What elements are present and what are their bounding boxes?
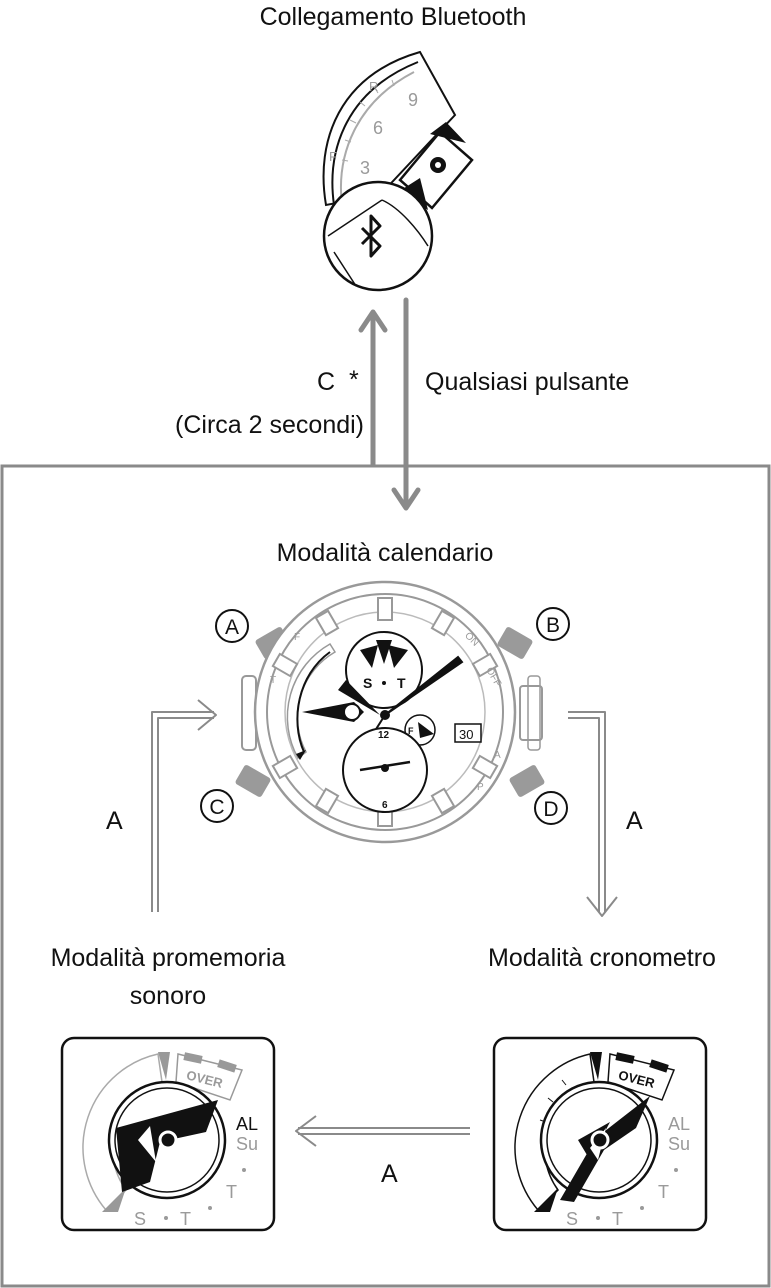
alarm-mode-label-line2: sonoro: [130, 982, 206, 1010]
bezel-f: F: [294, 632, 300, 643]
button-c-letter: C: [209, 796, 224, 819]
alarm-mode-detail: OVER AL Su T S T: [60, 1036, 276, 1232]
watch-face-illustration: ON OFF A P T F S T F 30 12: [235, 580, 545, 844]
subdial-fa: F: [408, 726, 414, 736]
alarm-s: S: [134, 1209, 146, 1229]
button-d-letter: D: [543, 798, 558, 821]
calendar-mode-label: Modalità calendario: [277, 539, 494, 567]
bluetooth-down-arrow: [391, 297, 421, 511]
bluetooth-title: Collegamento Bluetooth: [260, 3, 527, 31]
asterisk-label: *: [349, 366, 359, 394]
alarm-t: T: [180, 1209, 191, 1229]
alarm-t-right: T: [226, 1182, 237, 1202]
bezel-p: P: [477, 782, 484, 793]
stopwatch-al: AL: [668, 1114, 690, 1134]
arrow-a-left-label: A: [106, 807, 123, 835]
subdial-t: T: [397, 675, 406, 691]
hold-time-label: (Circa 2 secondi): [175, 411, 364, 439]
stopwatch-t: T: [612, 1209, 623, 1229]
subdial-twelve: 12: [378, 730, 390, 741]
stopwatch-to-alarm-arrow: [295, 1115, 470, 1147]
alarm-mode-label-line1: Modalità promemoria: [51, 944, 286, 972]
stopwatch-mode-detail: OVER AL Su T S T: [492, 1036, 708, 1232]
arrow-a-bottom-label: A: [381, 1160, 398, 1188]
stopwatch-t-right: T: [658, 1182, 669, 1202]
subdial-s: S: [363, 675, 372, 691]
button-c-marker: C: [200, 789, 234, 823]
alarm-to-calendar-arrow: [151, 699, 217, 912]
alarm-al: AL: [236, 1114, 258, 1134]
button-b-marker: B: [536, 607, 570, 641]
bluetooth-scale-f: F: [329, 149, 337, 164]
bluetooth-scale-r: R: [369, 79, 378, 94]
button-a-letter: A: [225, 616, 239, 639]
button-d-marker: D: [534, 791, 568, 825]
bluetooth-icon: R 9 6 F 3: [322, 50, 474, 292]
arrow-a-right-label: A: [626, 807, 643, 835]
bezel-t: T: [270, 675, 276, 686]
calendar-to-stopwatch-arrow: [568, 711, 618, 917]
c-button-label: C: [317, 368, 335, 396]
bluetooth-scale-9: 9: [408, 90, 418, 110]
button-b-letter: B: [546, 614, 560, 637]
bluetooth-scale-6: 6: [373, 118, 383, 138]
stopwatch-s: S: [566, 1209, 578, 1229]
button-a-marker: A: [215, 609, 249, 643]
alarm-su: Su: [236, 1134, 258, 1154]
bluetooth-up-arrow: [358, 309, 388, 468]
stopwatch-mode-label: Modalità cronometro: [488, 944, 716, 972]
bluetooth-scale-3: 3: [360, 158, 370, 178]
bezel-a: A: [494, 750, 501, 761]
stopwatch-su: Su: [668, 1134, 690, 1154]
modes-frame: [0, 464, 771, 1288]
subdial-six: 6: [382, 800, 388, 811]
any-button-label: Qualsiasi pulsante: [425, 368, 629, 396]
date-window: 30: [459, 727, 473, 742]
